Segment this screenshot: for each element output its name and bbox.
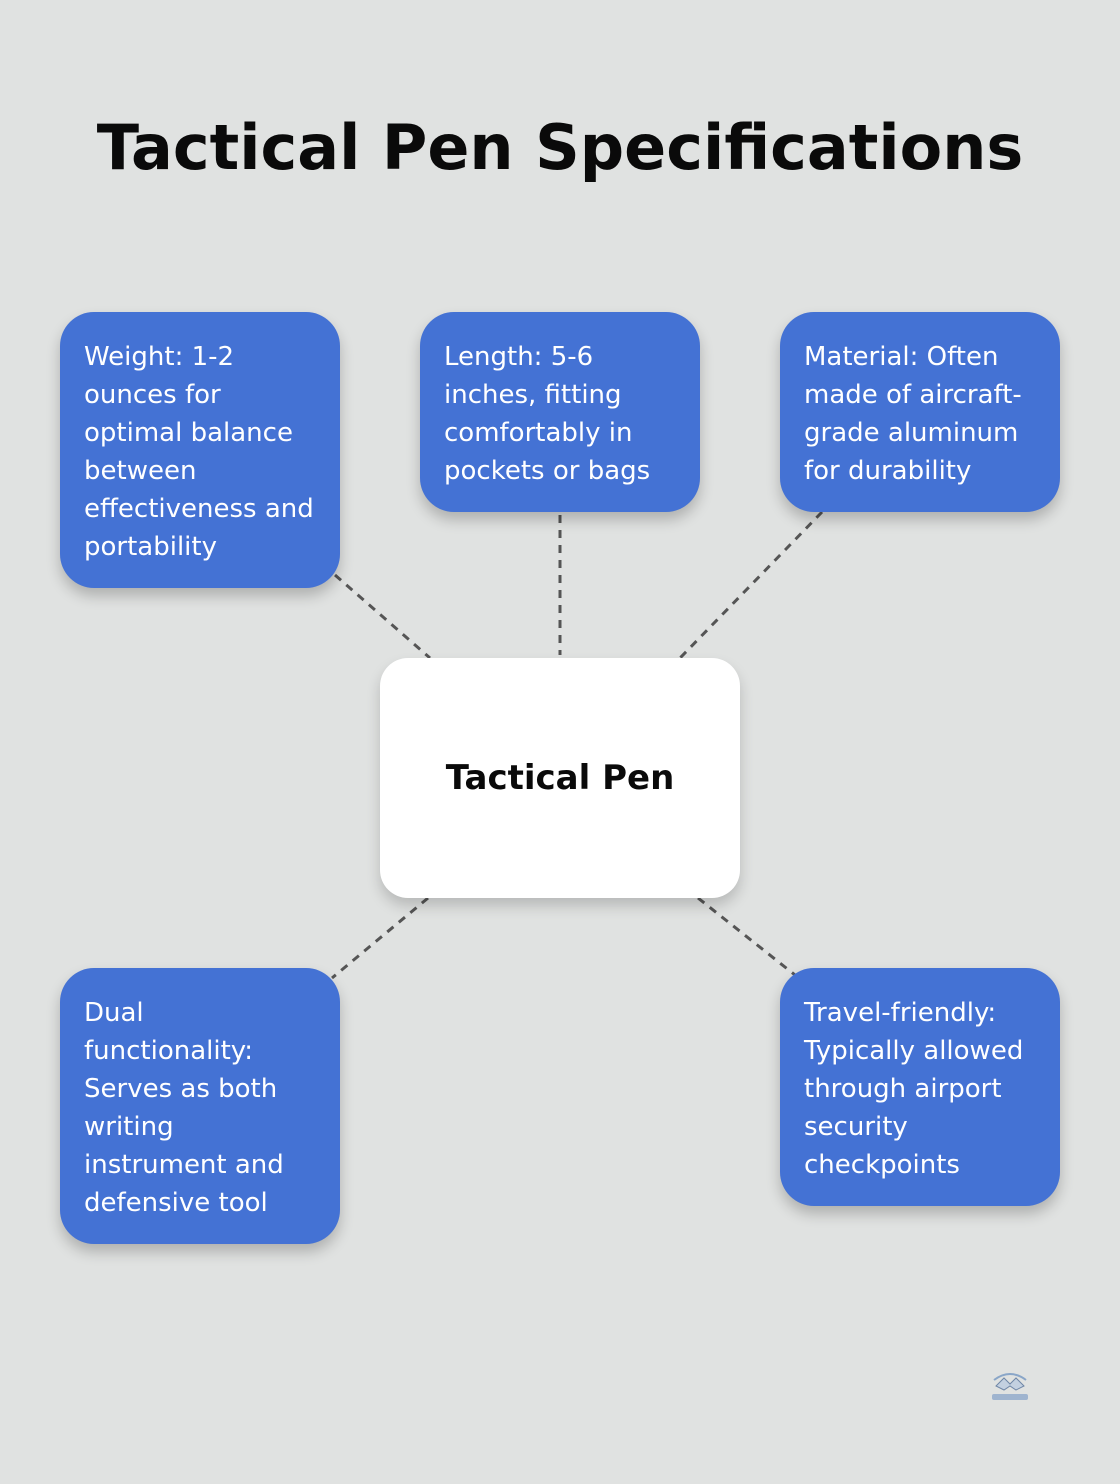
node-line: comfortably in: [444, 418, 633, 448]
page-title: Tactical Pen Specifications: [96, 111, 1024, 184]
connector-weight: [334, 573, 431, 660]
brand-logo-icon: [986, 1366, 1034, 1406]
node-line: Material: Often: [804, 342, 999, 372]
node-line: Dual: [84, 998, 144, 1028]
connector-travel: [697, 896, 796, 977]
node-line: made of aircraft-: [804, 380, 1022, 410]
node-length: Length: 5-6 inches, fitting comfortably …: [420, 312, 700, 512]
node-line: Typically allowed: [804, 1036, 1024, 1066]
node-line: Serves as both: [84, 1074, 278, 1104]
center-node: Tactical Pen: [380, 658, 740, 898]
connector-material: [678, 510, 824, 660]
node-line: writing: [84, 1112, 174, 1142]
node-line: optimal balance: [84, 418, 293, 448]
node-line: ounces for: [84, 380, 221, 410]
node-line: between: [84, 456, 197, 486]
node-dual-functionality: Dual functionality: Serves as both writi…: [60, 968, 340, 1244]
node-line: for durability: [804, 456, 972, 486]
node-weight: Weight: 1-2 ounces for optimal balance b…: [60, 312, 340, 588]
node-line: effectiveness and: [84, 494, 314, 524]
node-line: pockets or bags: [444, 456, 651, 486]
node-line: portability: [84, 532, 217, 562]
node-line: inches, fitting: [444, 380, 622, 410]
node-line: Weight: 1-2: [84, 342, 235, 372]
connector-dual: [331, 896, 429, 980]
node-line: security: [804, 1112, 908, 1142]
node-line: instrument and: [84, 1150, 284, 1180]
node-travel-friendly: Travel-friendly: Typically allowed throu…: [780, 968, 1060, 1206]
node-line: Length: 5-6: [444, 342, 594, 372]
center-node-label: Tactical Pen: [445, 758, 675, 798]
node-line: through airport: [804, 1074, 1002, 1104]
node-line: grade aluminum: [804, 418, 1019, 448]
node-line: Travel-friendly:: [804, 998, 997, 1028]
node-line: defensive tool: [84, 1188, 268, 1218]
node-line: checkpoints: [804, 1150, 960, 1180]
node-line: functionality:: [84, 1036, 254, 1066]
node-material: Material: Often made of aircraft- grade …: [780, 312, 1060, 512]
